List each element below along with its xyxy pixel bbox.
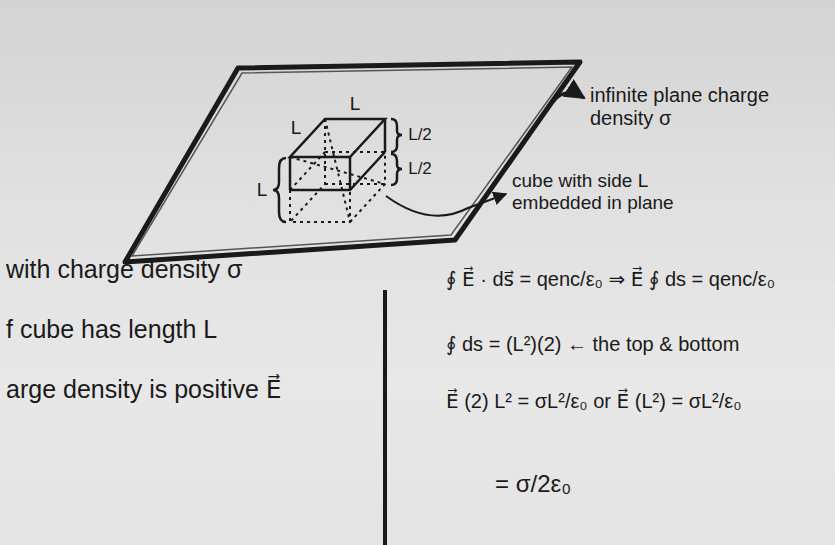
cube-annotation: cube with side L embedded in plane [512, 170, 717, 214]
equation: ∮ E⃗ · ds⃗ = qenc/ε₀ ⇒ E⃗ ∮ ds = qenc/ε₀ [446, 268, 830, 291]
equation: E⃗ (2) L² = σL²/ε₀ or E⃗ (L²) = σL²/ε₀ [446, 390, 830, 413]
equation: = σ/2ε₀ [495, 470, 795, 498]
equation: ∮ ds = (L²)(2) ← the top & bottom [446, 333, 830, 356]
plane-leader-arrow [553, 93, 584, 102]
cube-top-face [290, 119, 385, 157]
note-line: arge density is positive E⃗ [6, 375, 378, 404]
dimension-label: L [291, 117, 302, 139]
infinite-plane [125, 62, 580, 262]
dimension-label: L [257, 179, 268, 201]
divider-line [383, 290, 387, 545]
cube-hidden-edges [290, 119, 385, 222]
dimension-label: L/2 [408, 159, 432, 179]
cube-lower-edges [290, 152, 385, 222]
cube-upper-edges [290, 119, 385, 190]
cube-diagonals [290, 119, 385, 222]
cube-dotted-edges [290, 119, 385, 222]
cube-solid-edges [290, 119, 385, 190]
plane-inner-edge [132, 67, 572, 256]
dimension-label: L [350, 93, 361, 115]
left-brace [273, 158, 286, 222]
upper-right-brace [391, 119, 402, 152]
plane-annotation: infinite plane charge density σ [590, 84, 770, 130]
note-line: with charge density σ [6, 255, 378, 284]
lower-right-brace [391, 154, 402, 185]
note-line: f cube has length L [6, 315, 378, 344]
cube-leader-arrow [386, 194, 506, 216]
dimension-label: L/2 [408, 125, 432, 145]
